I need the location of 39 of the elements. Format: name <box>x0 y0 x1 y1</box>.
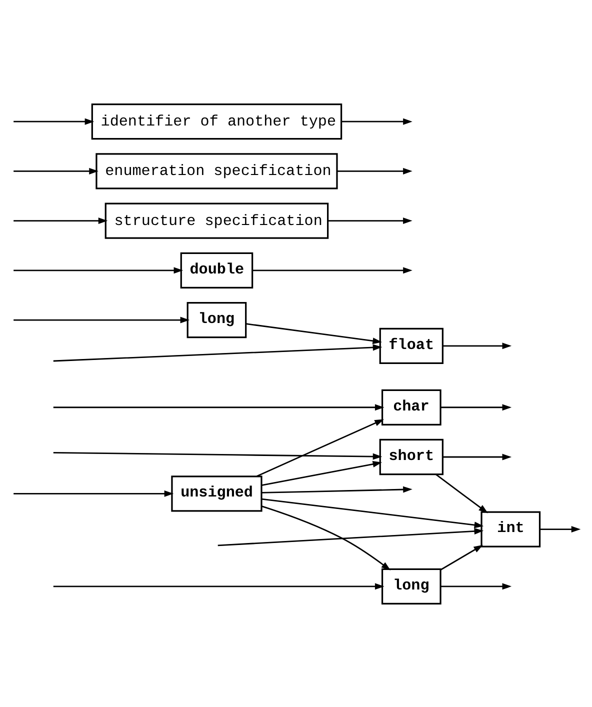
node-box: identifier of another type <box>91 103 342 140</box>
arrow <box>262 498 484 534</box>
node-box: char <box>381 388 442 425</box>
arrow <box>53 404 384 410</box>
arrow <box>337 167 412 174</box>
node-box: float <box>379 327 444 364</box>
arrow <box>440 582 512 590</box>
arrow <box>261 505 391 570</box>
arrow <box>440 404 512 410</box>
arrow <box>440 544 484 570</box>
arrow <box>14 316 190 323</box>
node-box: long <box>186 301 247 338</box>
arrow <box>341 118 412 124</box>
arrow <box>14 266 184 274</box>
arrow <box>261 486 412 493</box>
arrow <box>328 217 412 224</box>
node-box: unsigned <box>171 475 262 512</box>
node-box: short <box>379 438 444 475</box>
arrow <box>53 452 382 460</box>
arrow <box>218 521 484 546</box>
arrow <box>540 526 581 532</box>
arrow <box>14 118 94 124</box>
arrow <box>14 490 174 496</box>
arrow <box>252 266 412 274</box>
arrow <box>256 418 384 476</box>
arrow <box>14 167 98 174</box>
arrow <box>436 473 488 513</box>
arrow <box>443 453 512 460</box>
node-box: int <box>480 510 541 547</box>
arrow <box>246 322 382 344</box>
node-box: enumeration specification <box>96 152 338 189</box>
arrow <box>53 344 382 362</box>
arrow <box>53 582 384 590</box>
node-box: structure specification <box>104 202 329 238</box>
node-box: long <box>381 568 442 604</box>
arrow <box>443 342 512 349</box>
arrow <box>14 217 108 224</box>
node-box: double <box>180 252 254 288</box>
arrow <box>261 460 382 486</box>
